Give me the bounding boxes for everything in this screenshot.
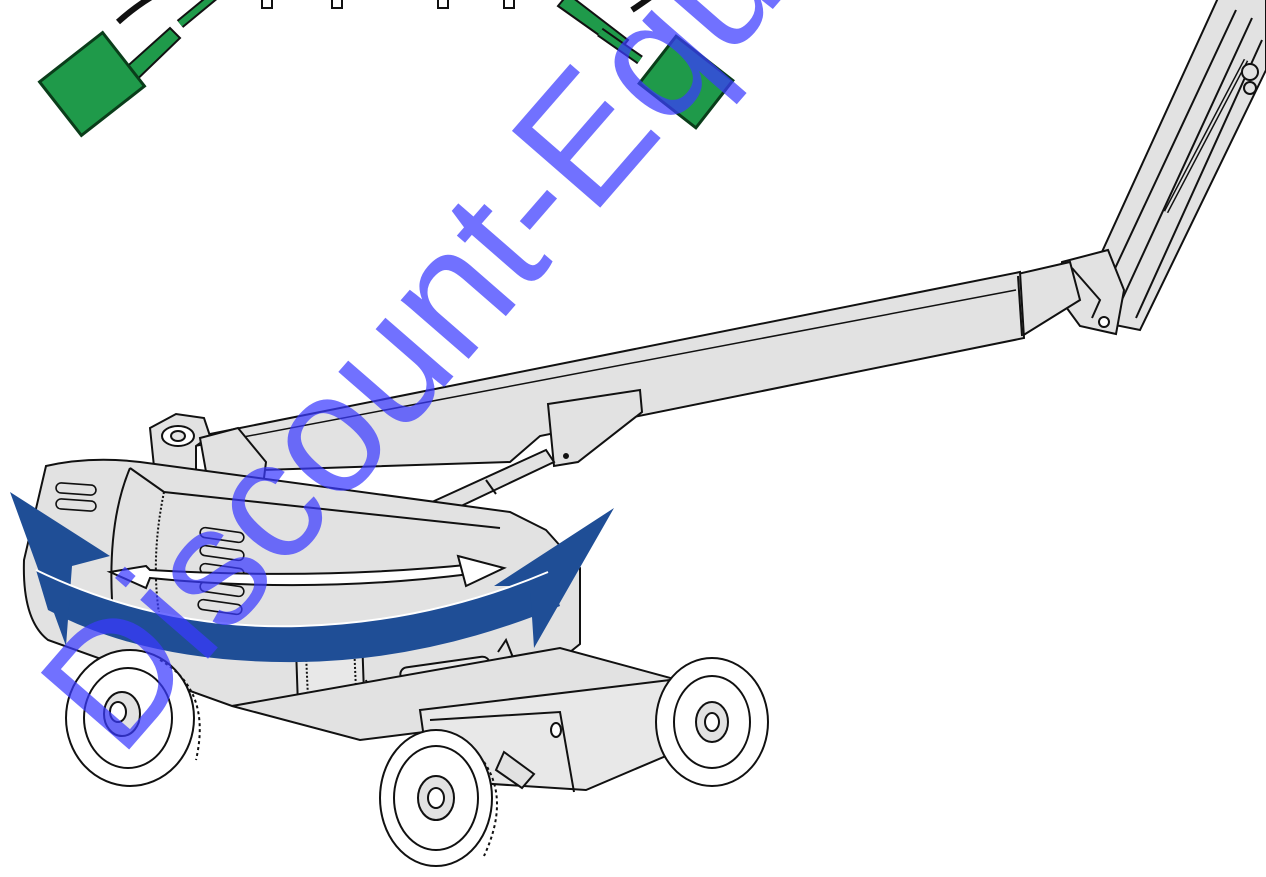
jib-arm	[1078, 0, 1266, 332]
joystick-control-right-icon	[556, 0, 735, 130]
wheel-rear-left	[65, 649, 201, 787]
telescopic-boom	[186, 260, 1082, 518]
control-panel-keys	[261, 0, 515, 9]
wheel-front-left	[379, 729, 498, 867]
jib-knuckle	[1056, 248, 1126, 336]
joystick-control-left-icon	[37, 0, 218, 138]
turntable-rotation-arrow-icon	[10, 492, 614, 663]
wheel-front-right	[655, 657, 769, 787]
